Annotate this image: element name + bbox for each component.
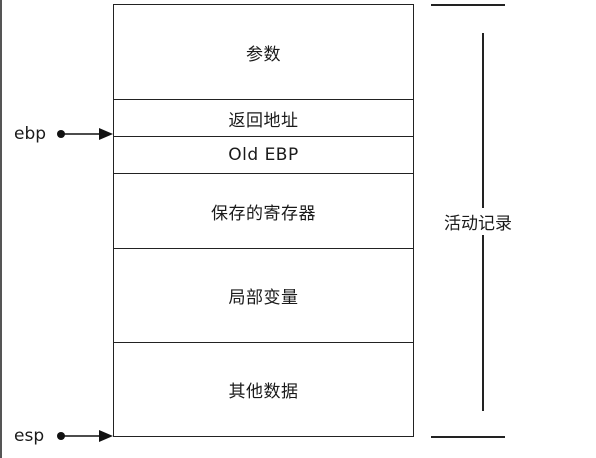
segment-local-variables-label: 局部变量 <box>228 288 299 308</box>
segment-params-label: 参数 <box>246 44 281 65</box>
esp-arrow-icon <box>57 430 113 442</box>
activation-record-label: 活动记录 <box>442 208 514 235</box>
stack-frame-box: 参数 返回地址 Old EBP 保存的寄存器 局部变量 其他数据 <box>113 4 414 437</box>
segment-old-ebp-label: Old EBP <box>228 145 299 165</box>
bracket-bottom-line <box>431 436 505 438</box>
segment-other-data-label: 其他数据 <box>228 382 299 402</box>
segment-old-ebp: Old EBP <box>114 136 413 173</box>
esp-label: esp <box>14 426 45 446</box>
segment-local-variables: 局部变量 <box>114 248 413 342</box>
left-border-line <box>0 0 2 458</box>
ebp-label: ebp <box>14 124 47 144</box>
segment-params: 参数 <box>114 5 413 99</box>
segment-other-data: 其他数据 <box>114 342 413 436</box>
segment-saved-registers: 保存的寄存器 <box>114 173 413 248</box>
segment-return-address: 返回地址 <box>114 99 413 136</box>
ebp-arrow-icon <box>57 128 113 140</box>
segment-return-address-label: 返回地址 <box>228 110 299 131</box>
bracket-top-line <box>431 4 505 6</box>
segment-saved-registers-label: 保存的寄存器 <box>211 203 316 224</box>
